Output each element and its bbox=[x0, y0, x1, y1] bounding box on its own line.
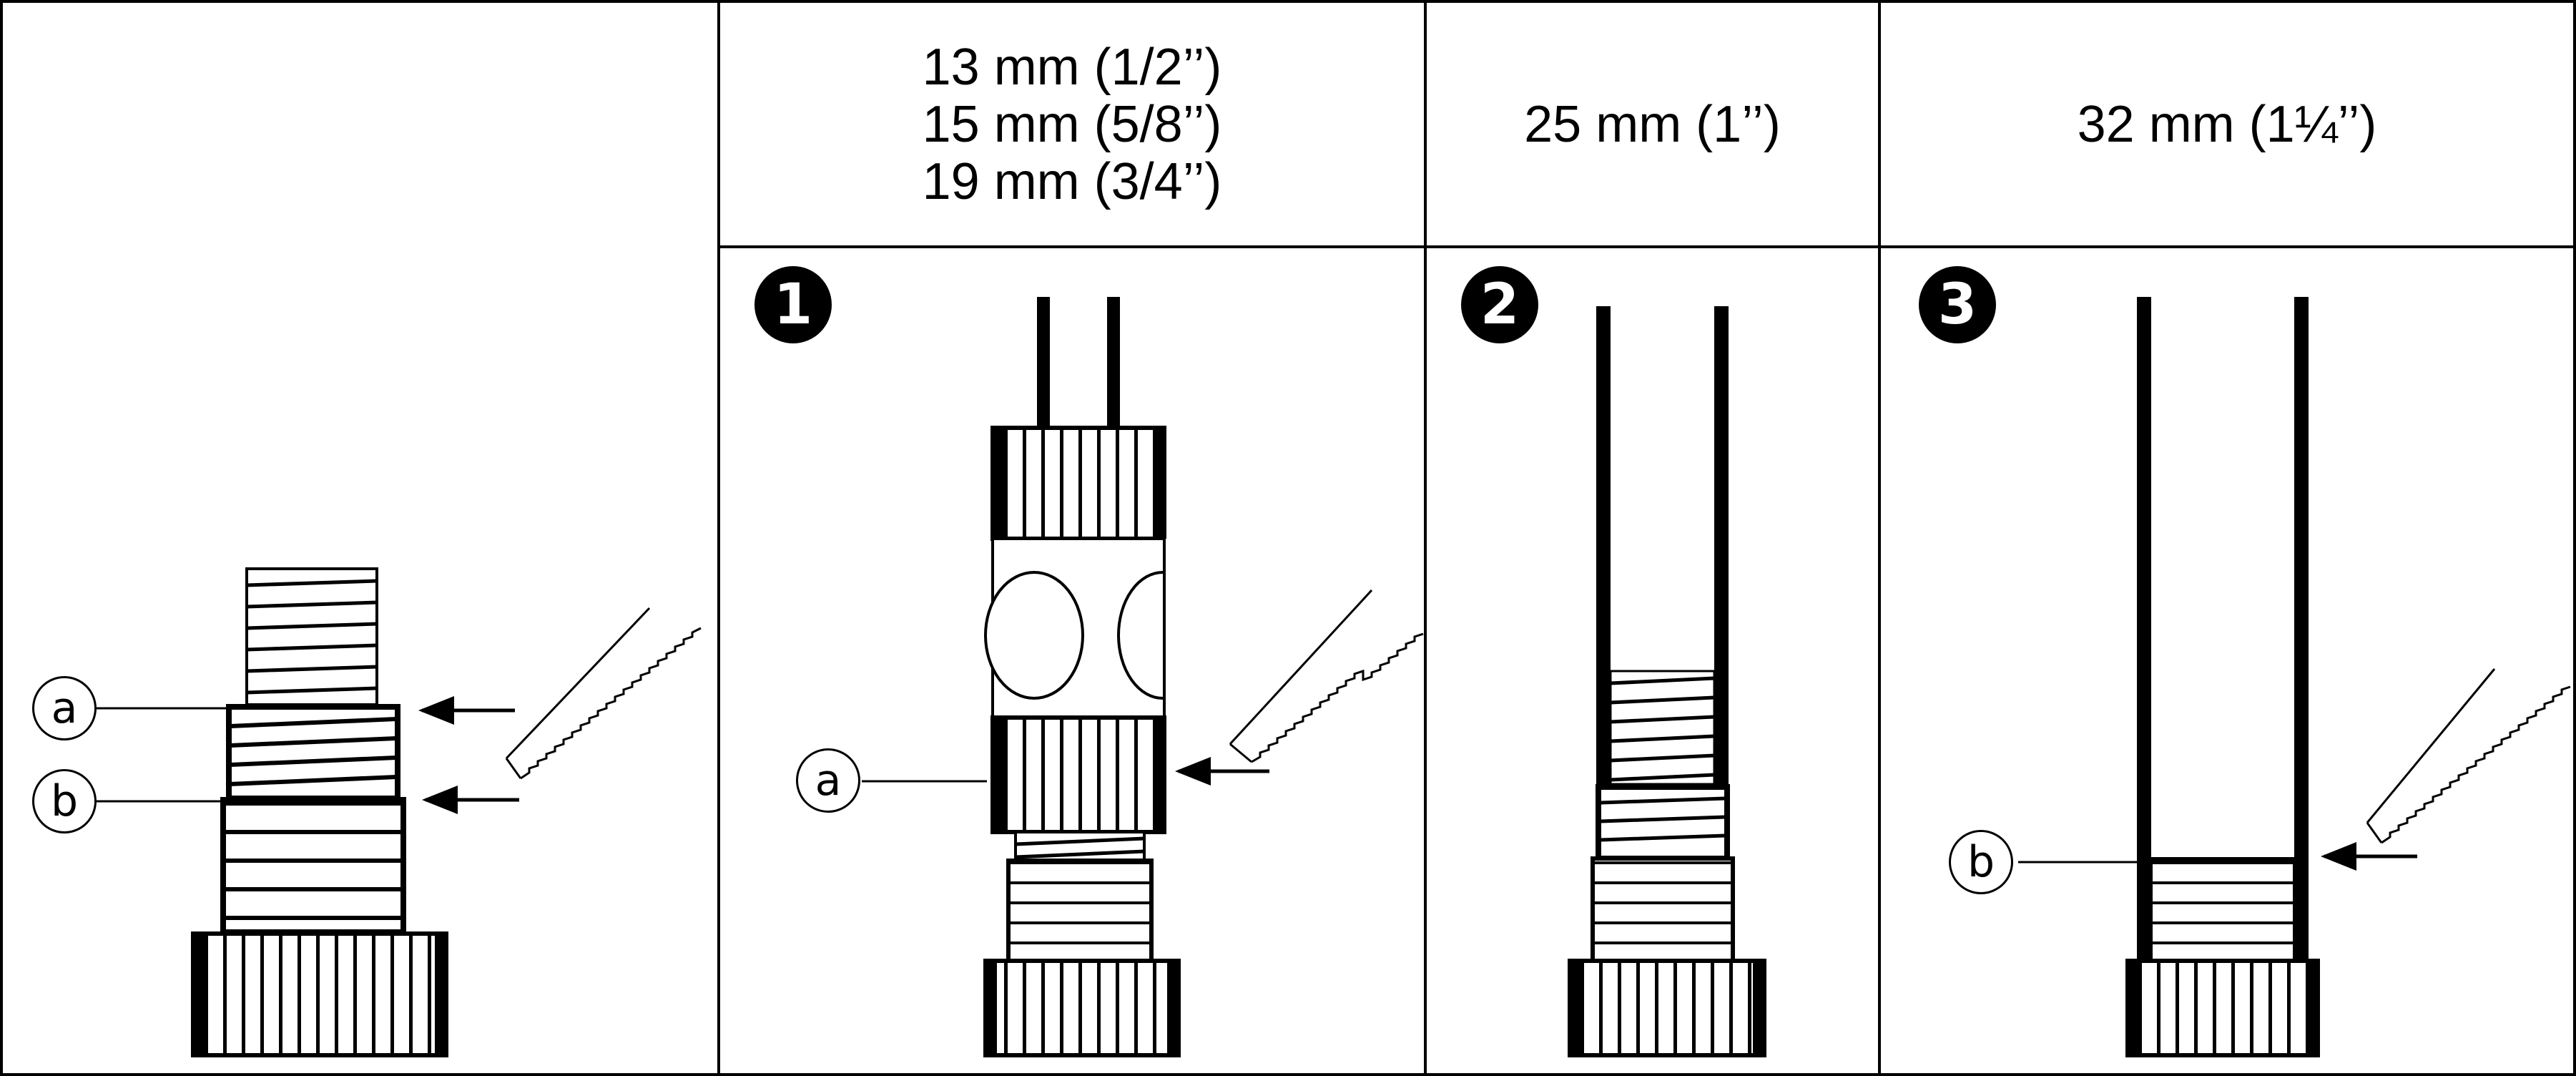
header-col-2: 25 mm (1’’) bbox=[1425, 1, 1879, 247]
panel-step-3 bbox=[2018, 297, 2571, 1057]
step-3-badge: 3 bbox=[1919, 266, 1996, 343]
panel-step-1 bbox=[862, 297, 1424, 1057]
step-2-badge: 2 bbox=[1461, 266, 1538, 343]
size-25mm: 25 mm (1’’) bbox=[1524, 95, 1781, 153]
saw-blade-icon bbox=[1229, 589, 1424, 763]
callout-a: a bbox=[796, 748, 860, 813]
header-col-3: 32 mm (1¼’’) bbox=[1879, 1, 2575, 247]
knurled-base bbox=[191, 931, 448, 1057]
thread-a bbox=[990, 715, 1166, 834]
knurled-base bbox=[1568, 959, 1766, 1057]
callout-b: b bbox=[1949, 830, 2013, 894]
knurled-base bbox=[2125, 959, 2320, 1057]
thread-b bbox=[2150, 857, 2296, 964]
thread-b bbox=[220, 797, 406, 935]
saw-blade-icon bbox=[505, 607, 702, 780]
panel-step-2 bbox=[1568, 306, 1766, 1057]
callout-b: b bbox=[32, 769, 97, 833]
callout-a: a bbox=[32, 676, 97, 740]
size-15mm: 15 mm (5/8’’) bbox=[922, 95, 1222, 153]
top-thread bbox=[245, 567, 378, 706]
knurled-base bbox=[983, 959, 1181, 1057]
header-col-1: 13 mm (1/2’’) 15 mm (5/8’’) 19 mm (3/4’’… bbox=[719, 1, 1425, 247]
size-13mm: 13 mm (1/2’’) bbox=[922, 38, 1222, 96]
step-1-badge: 1 bbox=[754, 266, 832, 343]
saw-blade-icon bbox=[2366, 668, 2571, 844]
fitting-overview bbox=[95, 567, 702, 1057]
top-knurl bbox=[990, 426, 1166, 541]
size-19mm: 19 mm (3/4’’) bbox=[922, 152, 1222, 210]
size-32mm: 32 mm (1¼’’) bbox=[2077, 95, 2377, 153]
